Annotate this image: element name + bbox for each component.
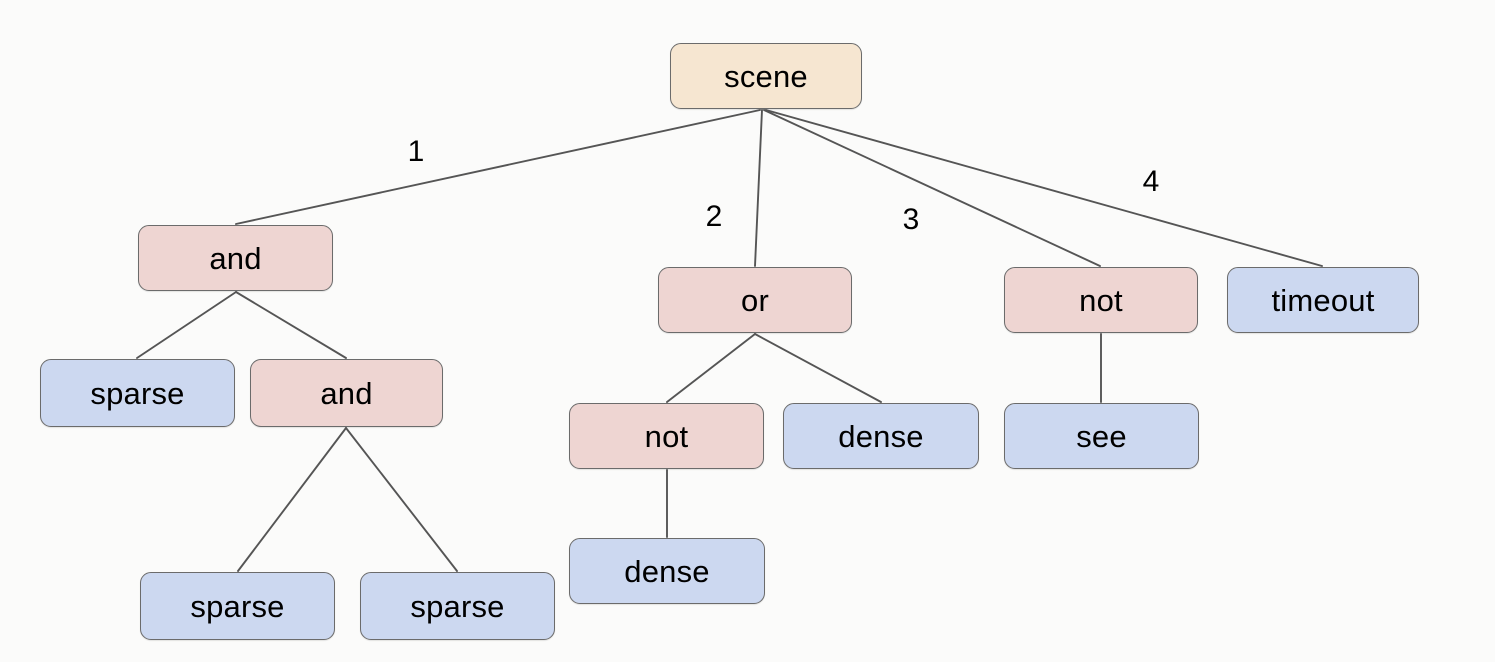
- tree-edge-and_a-and_b: [235, 291, 347, 359]
- tree-edge-or_a-dense_a: [754, 333, 882, 403]
- tree-node-scene[interactable]: scene: [670, 43, 862, 109]
- tree-node-label: see: [1076, 418, 1127, 454]
- tree-node-label: scene: [724, 58, 808, 94]
- tree-node-label: not: [1079, 282, 1123, 318]
- tree-node-label: or: [741, 282, 769, 318]
- tree-node-and_a[interactable]: and: [138, 225, 333, 291]
- tree-node-label: dense: [624, 553, 710, 589]
- tree-node-see_a[interactable]: see: [1004, 403, 1199, 469]
- tree-edge-scene-and_a: [235, 109, 761, 225]
- tree-edge-scene-or_a: [754, 109, 763, 267]
- tree-node-label: sparse: [410, 588, 505, 624]
- tree-node-and_b[interactable]: and: [250, 359, 443, 427]
- tree-node-label: sparse: [90, 375, 185, 411]
- tree-node-not_a[interactable]: not: [569, 403, 764, 469]
- tree-node-label: and: [209, 240, 262, 276]
- tree-edge-scene-timeout_a: [765, 109, 1323, 267]
- tree-node-dense_a[interactable]: dense: [783, 403, 979, 469]
- tree-edge-or_a-not_a: [666, 333, 756, 403]
- edge-label-scene-and_a: 1: [407, 135, 425, 168]
- tree-node-or_a[interactable]: or: [658, 267, 852, 333]
- tree-node-sparse_b[interactable]: sparse: [140, 572, 335, 640]
- tree-node-label: not: [644, 418, 689, 454]
- tree-node-label: timeout: [1271, 282, 1375, 318]
- tree-edge-scene-not_b: [763, 109, 1101, 267]
- tree-node-dense_b[interactable]: dense: [569, 538, 765, 604]
- tree-node-sparse_a[interactable]: sparse: [40, 359, 235, 427]
- tree-edge-and_b-sparse_b: [237, 427, 347, 572]
- tree-node-sparse_c[interactable]: sparse: [360, 572, 555, 640]
- tree-node-not_b[interactable]: not: [1004, 267, 1198, 333]
- tree-edge-and_a-sparse_a: [136, 291, 237, 359]
- tree-edge-and_b-sparse_c: [345, 427, 458, 572]
- tree-node-timeout_a[interactable]: timeout: [1227, 267, 1419, 333]
- tree-node-label: dense: [838, 418, 924, 454]
- tree-node-label: sparse: [190, 588, 285, 624]
- edge-label-scene-timeout_a: 4: [1142, 165, 1160, 198]
- edge-label-scene-not_b: 3: [902, 203, 920, 236]
- tree-node-label: and: [320, 375, 373, 411]
- edge-label-scene-or_a: 2: [705, 200, 723, 233]
